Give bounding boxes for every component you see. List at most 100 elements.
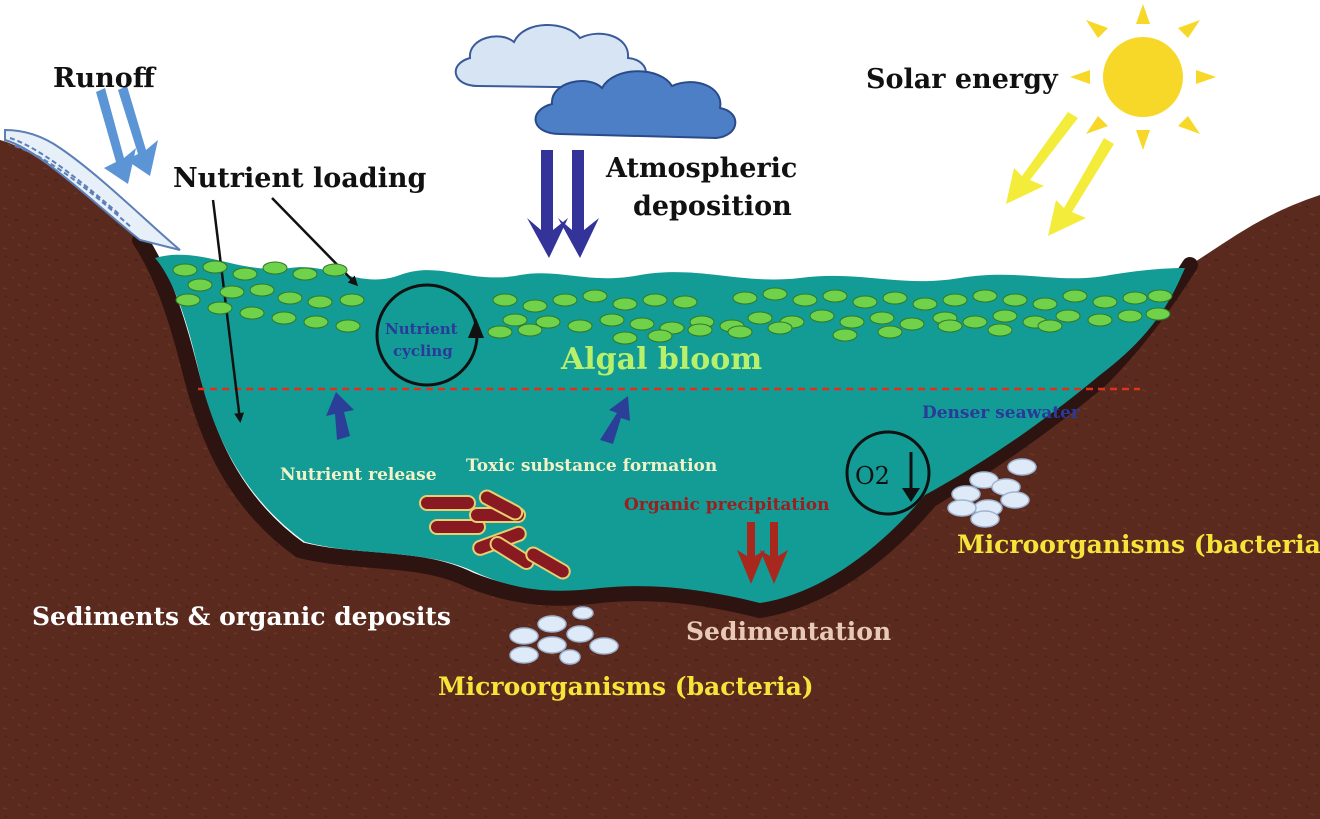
algae-cell <box>339 293 365 307</box>
label-runoff: Runoff <box>53 63 157 94</box>
algae-cell <box>732 291 758 305</box>
algae-cell <box>502 313 528 327</box>
algae-cell <box>1147 289 1173 303</box>
runoff-bank <box>4 128 181 251</box>
label-o2: O2 <box>855 462 890 490</box>
algae-cell <box>303 315 329 329</box>
label-atmospheric-1: Atmospheric <box>605 153 797 184</box>
algae-cell <box>882 291 908 305</box>
label-solar-energy: Solar energy <box>866 64 1059 95</box>
algae-cell <box>567 319 593 333</box>
algae-cell <box>942 293 968 307</box>
algae-cell <box>1092 295 1118 309</box>
algae-cell <box>727 325 753 339</box>
algae-cell <box>747 311 773 325</box>
algae-cell <box>335 319 361 333</box>
nutrient-release-arrow <box>326 392 354 440</box>
label-toxic-substance: Toxic substance formation <box>466 456 717 476</box>
label-organic-precipitation: Organic precipitation <box>624 495 829 515</box>
algae-cell <box>322 263 348 277</box>
algae-cell <box>852 295 878 309</box>
algae-cell <box>172 263 198 277</box>
algae-cell <box>535 315 561 329</box>
algae-cell <box>987 323 1013 337</box>
algae-cell <box>219 285 245 299</box>
algae-cell <box>1002 293 1028 307</box>
label-denser-seawater: Denser seawater <box>922 403 1081 423</box>
basin-rim <box>132 232 1198 619</box>
label-nutrient-loading: Nutrient loading <box>173 163 426 194</box>
algae-cell <box>809 309 835 323</box>
algae-cell <box>1122 291 1148 305</box>
algae-cells <box>172 260 1173 345</box>
algae-cell <box>1145 307 1171 321</box>
algae-cell <box>262 261 288 275</box>
algae-cell <box>487 325 513 339</box>
algae-cell <box>687 323 713 337</box>
algae-cell <box>599 313 625 327</box>
algae-cell <box>832 328 858 342</box>
algae-cell <box>877 325 903 339</box>
algae-cell <box>249 283 275 297</box>
cloud-icon <box>454 24 737 140</box>
algae-cell <box>1032 297 1058 311</box>
algae-cell <box>612 331 638 345</box>
algae-cell <box>1087 313 1113 327</box>
algae-cell <box>292 267 318 281</box>
algae-cell <box>767 321 793 335</box>
label-nutrient-cycling-1: Nutrient <box>385 320 458 338</box>
algae-cell <box>552 293 578 307</box>
label-nutrient-cycling-2: cycling <box>393 342 453 360</box>
runoff-arrows <box>96 86 158 184</box>
bacteria-rod-icon <box>419 489 571 580</box>
bacteria-cluster-icon <box>947 458 1037 528</box>
atmospheric-arrows <box>527 150 599 258</box>
algae-cell <box>972 289 998 303</box>
solar-arrows <box>1006 112 1114 236</box>
organic-precipitation-arrows <box>737 522 788 584</box>
algae-cell <box>612 297 638 311</box>
algae-cell <box>271 311 297 325</box>
algae-cell <box>517 323 543 337</box>
toxic-substance-arrow <box>600 396 630 444</box>
algae-cell <box>239 306 265 320</box>
algae-cell <box>762 287 788 301</box>
algae-cell <box>992 309 1018 323</box>
algae-cell <box>899 317 925 331</box>
water-body <box>155 254 1185 604</box>
label-sedimentation: Sedimentation <box>686 617 891 646</box>
algae-cell <box>202 260 228 274</box>
algae-cell <box>232 267 258 281</box>
nutrient-cycle-icon <box>375 283 484 387</box>
algae-cell <box>647 329 673 343</box>
algae-cell <box>187 278 213 292</box>
algae-cell <box>937 319 963 333</box>
algae-cell <box>1037 319 1063 333</box>
label-atmospheric-2: deposition <box>633 191 792 222</box>
algae-cell <box>307 295 333 309</box>
algae-cell <box>962 315 988 329</box>
label-nutrient-release: Nutrient release <box>280 465 437 485</box>
algae-cell <box>912 297 938 311</box>
label-sediments: Sediments & organic deposits <box>32 602 451 631</box>
algae-cell <box>629 317 655 331</box>
algae-cell <box>175 293 201 307</box>
algae-cell <box>277 291 303 305</box>
soil-ground <box>0 140 1320 819</box>
algae-cell <box>492 293 518 307</box>
algae-cell <box>839 315 865 329</box>
algae-cell <box>1117 309 1143 323</box>
algae-cell <box>642 293 668 307</box>
algae-cell <box>207 301 233 315</box>
label-algal-bloom: Algal bloom <box>560 342 762 377</box>
algae-cell <box>1055 309 1081 323</box>
sun-icon <box>1070 4 1216 150</box>
algae-cell <box>582 289 608 303</box>
label-microorganisms-right: Microorganisms (bacteria) <box>957 530 1320 559</box>
label-microorganisms-bottom: Microorganisms (bacteria) <box>438 672 814 701</box>
algae-cell <box>792 293 818 307</box>
oxygen-decrease-icon <box>845 430 931 516</box>
algae-cell <box>869 311 895 325</box>
bacteria-cluster-icon <box>509 606 619 665</box>
